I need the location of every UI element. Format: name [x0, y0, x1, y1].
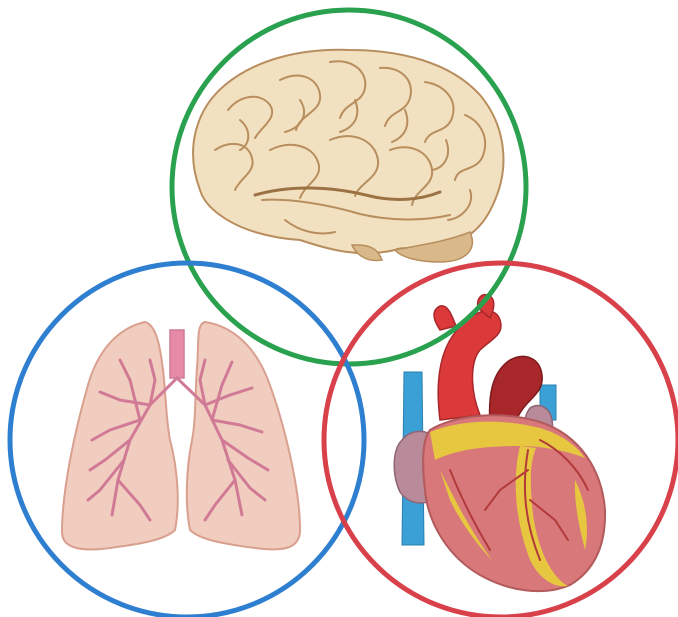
brain-cerebrum [193, 50, 503, 253]
trachea [170, 330, 184, 378]
aortic-branch-1 [434, 306, 456, 330]
left-lung [62, 322, 178, 549]
brain-illustration [193, 50, 503, 262]
heart-illustration [394, 295, 605, 591]
lungs-illustration [62, 322, 300, 549]
lungs-ring [10, 263, 364, 617]
